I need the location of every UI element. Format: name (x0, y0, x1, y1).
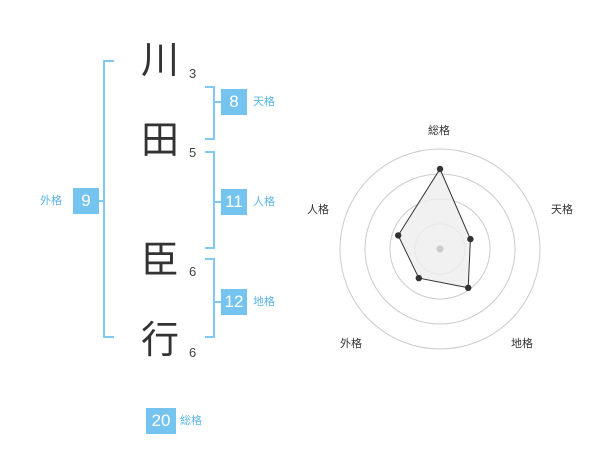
soukaku-badge: 20 (146, 408, 176, 434)
radar-point-2 (465, 284, 472, 291)
radar-axis-label-chikaku: 地格 (511, 337, 533, 350)
radar-axis-label-tenkaku: 天格 (551, 203, 573, 216)
jinkaku-label: 人格 (253, 195, 275, 208)
radar-point-0 (436, 165, 444, 173)
jinkaku-stem (213, 201, 221, 203)
stroke-count-1: 3 (189, 66, 197, 81)
name-kanji-4: 行 (140, 318, 179, 362)
radar-axis-label-gaikaku: 外格 (340, 337, 362, 350)
radar-ring (339, 148, 541, 350)
gaikaku-bracket (103, 60, 114, 338)
stroke-count-3: 6 (189, 264, 197, 279)
gaikaku-stem (98, 200, 104, 202)
chikaku-label: 地格 (253, 295, 275, 308)
chikaku-badge: 12 (221, 289, 247, 315)
gaikaku-badge: 9 (73, 188, 99, 214)
tenkaku-badge: 8 (221, 89, 247, 115)
chikaku-bracket (205, 258, 215, 338)
name-kanji-3: 臣 (140, 238, 179, 282)
name-kanji-2: 田 (140, 118, 179, 162)
radar-point-4 (395, 232, 402, 239)
radar-axis-label-jinkaku: 人格 (307, 203, 329, 216)
jinkaku-bracket (205, 151, 215, 249)
radar-polygon (397, 167, 471, 289)
radar-axis-label-soukaku: 総格 (428, 124, 450, 137)
tenkaku-label: 天格 (253, 95, 275, 108)
jinkaku-badge: 11 (221, 189, 247, 215)
radar-center-dot (436, 245, 444, 253)
chikaku-stem (213, 301, 221, 303)
radar-point-1 (467, 235, 474, 243)
soukaku-label: 総格 (180, 414, 202, 427)
tenkaku-bracket (205, 86, 215, 140)
radar-point-3 (415, 274, 422, 282)
stroke-count-4: 6 (189, 345, 197, 360)
stroke-count-2: 5 (189, 145, 197, 160)
name-kanji-1: 川 (140, 38, 179, 82)
gaikaku-label: 外格 (40, 194, 62, 207)
tenkaku-stem (213, 101, 221, 103)
